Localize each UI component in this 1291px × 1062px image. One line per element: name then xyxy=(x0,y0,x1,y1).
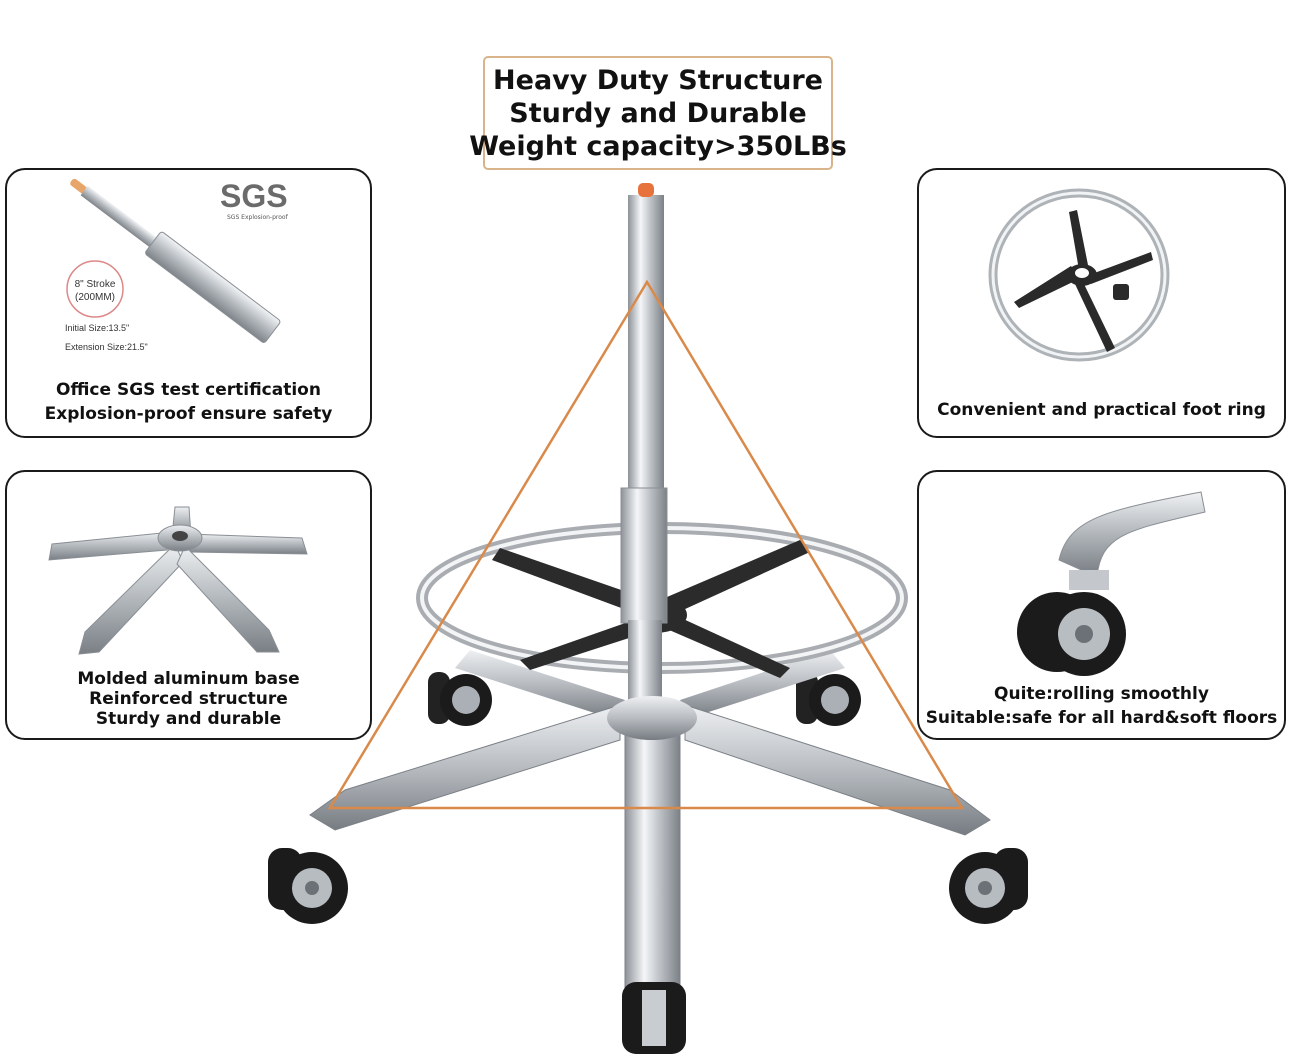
gas-lift-panel: SGS SGS Explosion-proof 8" Stroke (200MM… xyxy=(5,168,372,438)
gas-lift-cylinder-illustration xyxy=(66,178,281,343)
sgs-logo: SGS xyxy=(220,178,288,214)
base-caption-2: Reinforced structure xyxy=(89,689,288,709)
gas-cylinder-rod xyxy=(628,195,664,495)
headline-line-2: Sturdy and Durable xyxy=(509,97,807,129)
stroke-label-line-2: (200MM) xyxy=(74,292,115,303)
base-panel: Molded aluminum base Reinforced structur… xyxy=(5,470,372,740)
front-caster-left xyxy=(268,848,348,924)
gas-lift-caption-2: Explosion-proof ensure safety xyxy=(44,404,333,424)
initial-size-label: Initial Size:13.5" xyxy=(65,323,130,333)
gas-cylinder-body xyxy=(620,487,668,624)
aluminum-base-illustration xyxy=(48,506,308,655)
caster-wheel-illustration xyxy=(1017,491,1206,676)
load-triangle xyxy=(327,279,965,810)
rear-caster-left xyxy=(428,672,492,726)
caster-caption-1: Quite:rolling smoothly xyxy=(994,684,1209,704)
foot-ring-bracket xyxy=(492,540,810,678)
aluminum-base xyxy=(309,696,991,991)
rear-caster-right xyxy=(796,672,861,726)
gas-lift-caption-1: Office SGS test certification xyxy=(56,380,321,400)
front-caster-center xyxy=(622,982,686,1054)
rear-leg-left xyxy=(455,650,625,718)
headline-box: Heavy Duty Structure Sturdy and Durable … xyxy=(469,56,847,170)
foot-ring-panel: Convenient and practical foot ring xyxy=(917,168,1286,438)
caster-caption-2: Suitable:safe for all hard&soft floors xyxy=(925,708,1278,728)
base-caption-3: Sturdy and durable xyxy=(95,709,282,729)
caster-panel: Quite:rolling smoothly Suitable:safe for… xyxy=(917,470,1286,740)
headline-line-1: Heavy Duty Structure xyxy=(493,64,823,96)
stroke-label-line-1: 8" Stroke xyxy=(74,279,116,290)
front-caster-right xyxy=(949,848,1028,924)
headline-line-3: Weight capacity>350LBs xyxy=(469,130,847,162)
foot-ring-caption: Convenient and practical foot ring xyxy=(937,400,1266,420)
sgs-logo-subtext: SGS Explosion-proof xyxy=(227,214,288,221)
foot-ring-illustration xyxy=(988,188,1170,362)
extension-size-label: Extension Size:21.5" xyxy=(65,342,148,352)
rear-leg-right xyxy=(680,650,845,718)
base-caption-1: Molded aluminum base xyxy=(77,669,300,689)
stroke-label: 8" Stroke (200MM) xyxy=(67,278,123,304)
